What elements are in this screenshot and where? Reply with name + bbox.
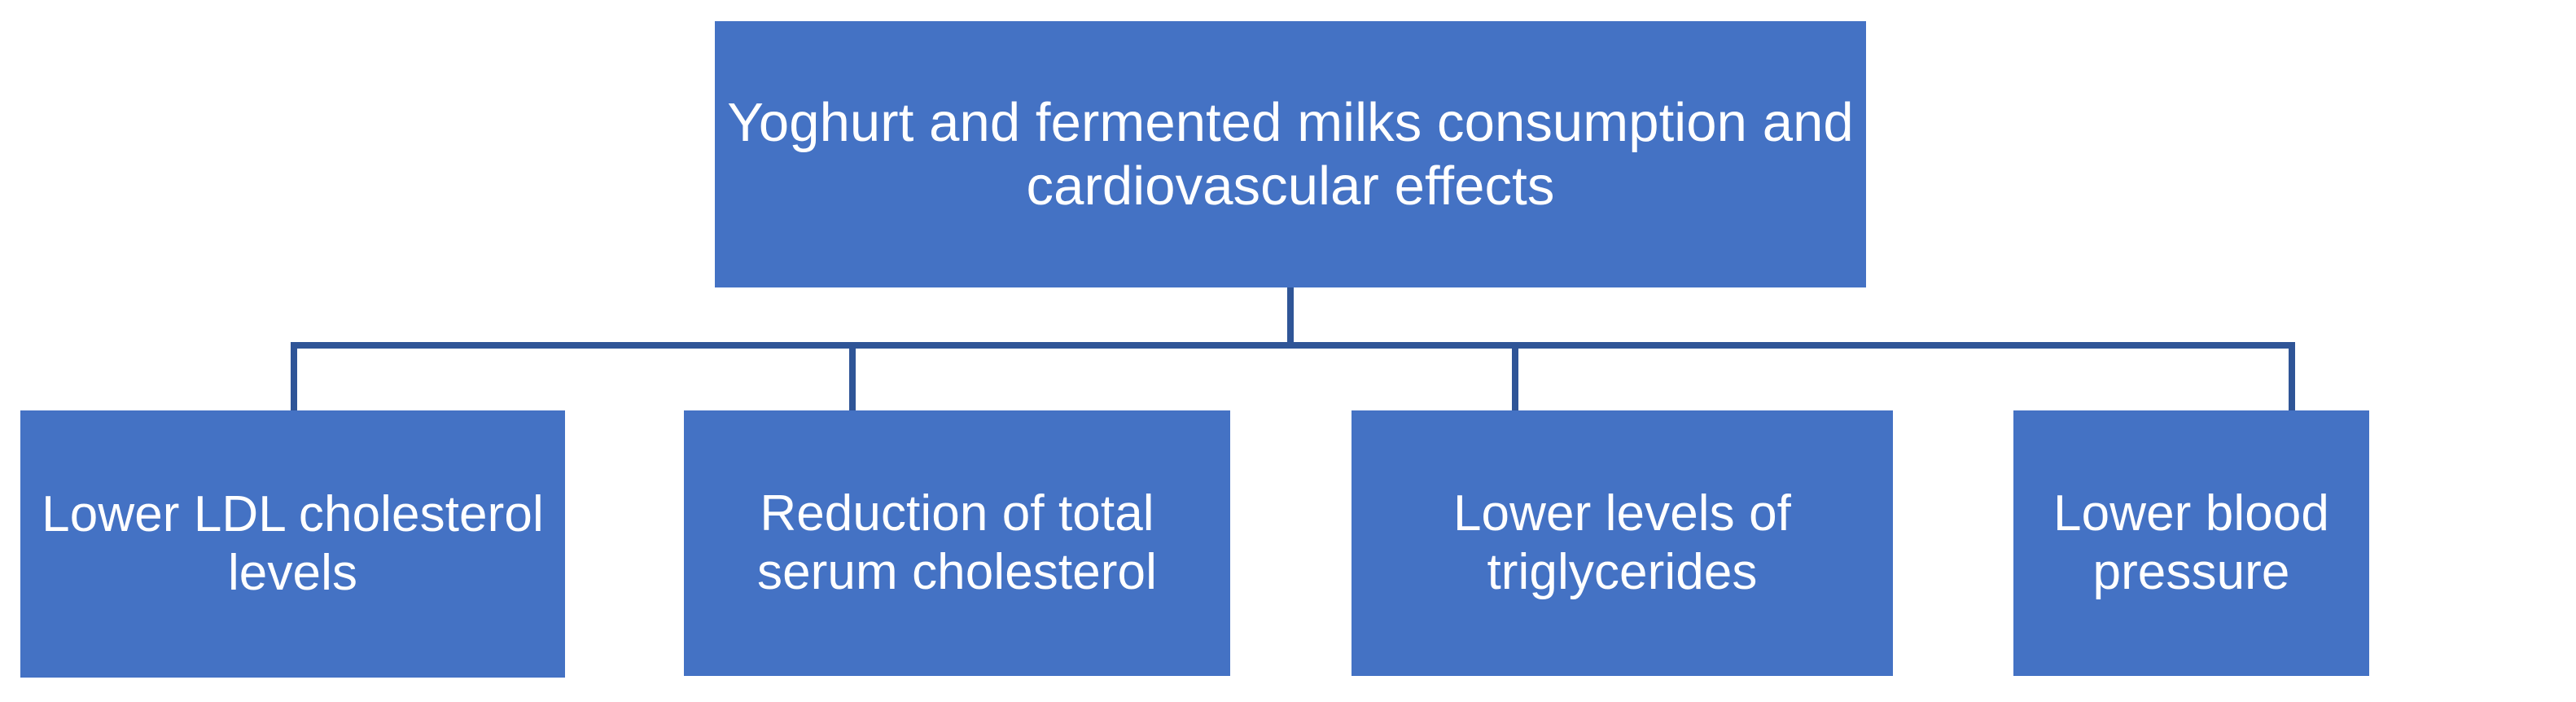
root-node-label: Yoghurt and fermented milks consumption … — [727, 91, 1854, 217]
connector-horizontal-bus — [291, 342, 2295, 349]
child-node-label: Lower blood pressure — [2053, 485, 2329, 600]
child-node-lower-ldl-cholesterol-levels[interactable]: Lower LDL cholesterol levels — [20, 410, 565, 678]
connector-root-stem — [1287, 287, 1294, 345]
child-node-label: Lower LDL cholesterol levels — [42, 486, 544, 601]
connector-drop-to-child-3 — [1512, 342, 1518, 411]
connector-drop-to-child-1 — [291, 342, 297, 411]
child-node-lower-blood-pressure[interactable]: Lower blood pressure — [2013, 410, 2369, 676]
connector-drop-to-child-4 — [2289, 342, 2295, 411]
child-node-label: Lower levels of triglycerides — [1452, 485, 1792, 600]
child-node-reduction-of-total-serum-cholesterol[interactable]: Reduction of total serum cholesterol — [684, 410, 1230, 676]
connector-drop-to-child-2 — [849, 342, 856, 411]
child-node-label: Reduction of total serum cholesterol — [756, 485, 1157, 600]
child-node-lower-levels-of-triglycerides[interactable]: Lower levels of triglycerides — [1352, 410, 1893, 676]
root-node-cardiovascular-effects[interactable]: Yoghurt and fermented milks consumption … — [715, 21, 1866, 287]
